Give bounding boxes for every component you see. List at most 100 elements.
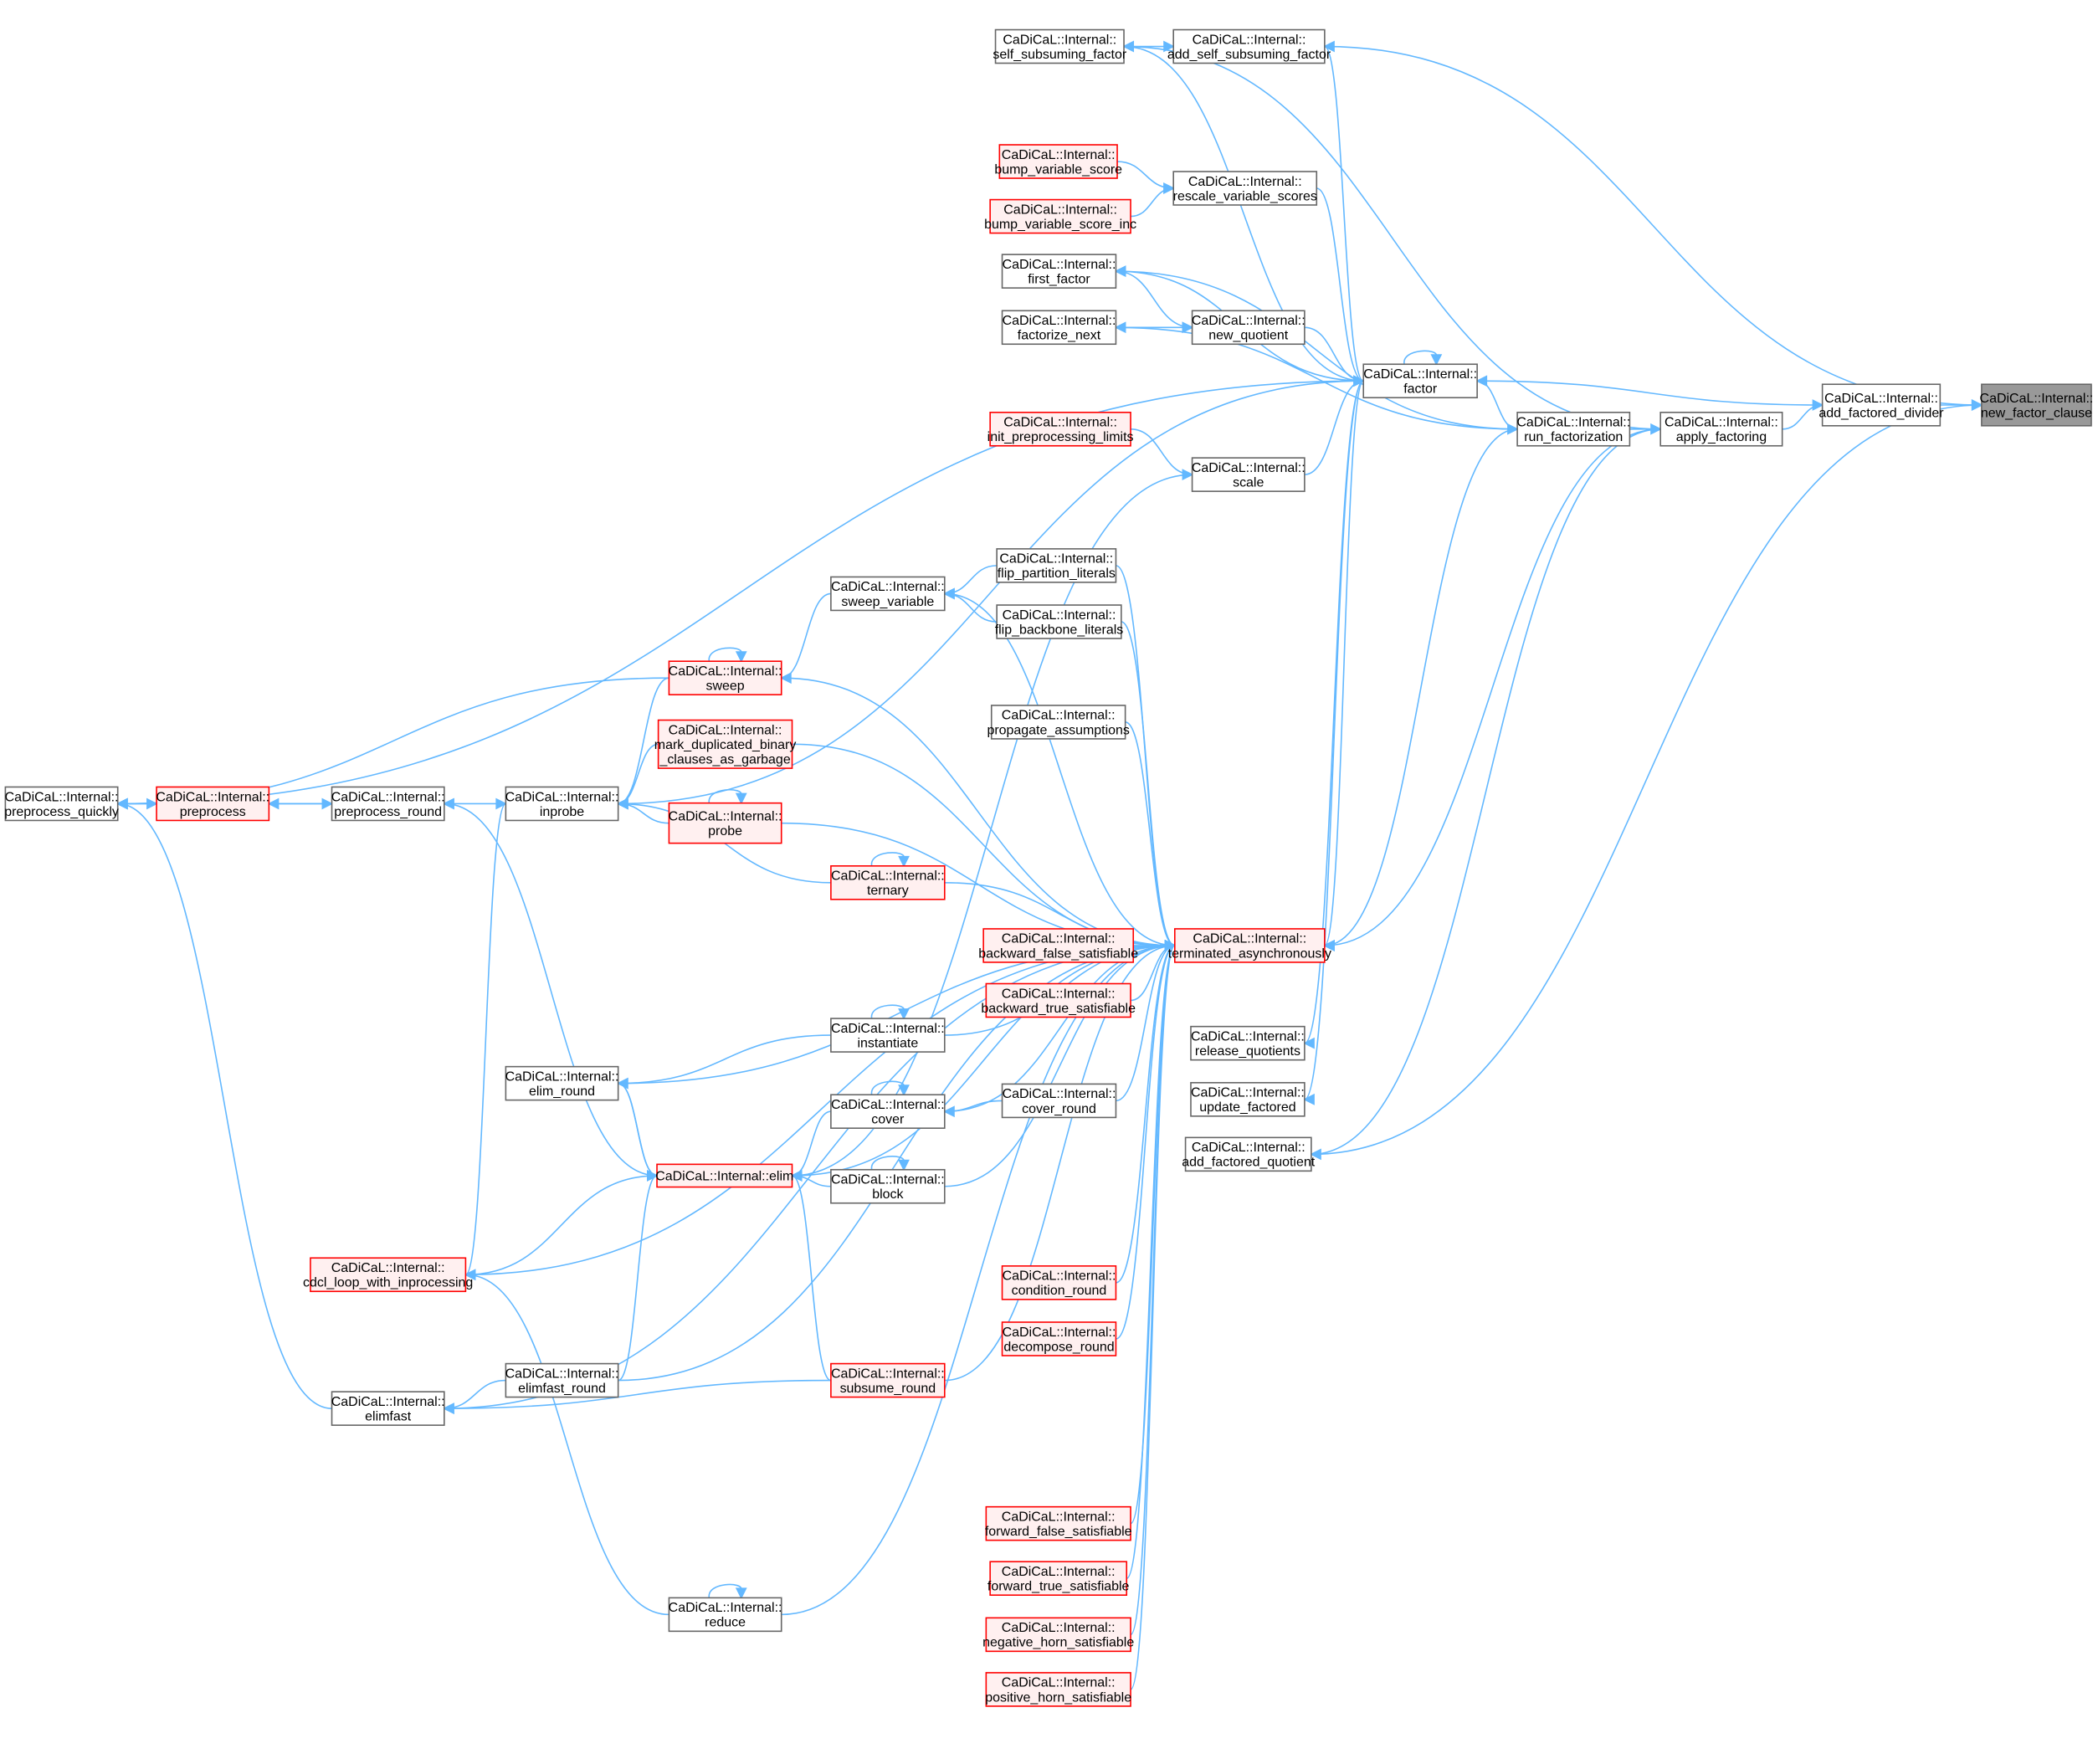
- arrowhead-icon: [443, 1402, 454, 1415]
- node-self-subsuming-factor[interactable]: CaDiCaL::Internal::self_subsuming_factor: [993, 28, 1127, 64]
- node-negative-horn-satisfiable[interactable]: CaDiCaL::Internal::negative_horn_satisfi…: [982, 1617, 1134, 1653]
- node-label: CaDiCaL::Internal::: [1003, 608, 1116, 623]
- node-release-quotients[interactable]: CaDiCaL::Internal::release_quotients: [1190, 1025, 1305, 1061]
- node-new-factor-clause[interactable]: CaDiCaL::Internal::new_factor_clause: [1980, 383, 2094, 427]
- arrowhead-icon: [1163, 182, 1175, 194]
- node-label: CaDiCaL::Internal::: [1002, 987, 1116, 1001]
- node-mark-duplicated[interactable]: CaDiCaL::Internal::mark_duplicated_binar…: [654, 719, 797, 769]
- node-label: CaDiCaL::Internal::: [1002, 1676, 1116, 1690]
- node-ternary[interactable]: CaDiCaL::Internal::ternary: [830, 865, 946, 900]
- node-flip-partition-literals[interactable]: CaDiCaL::Internal::flip_partition_litera…: [996, 548, 1117, 583]
- node-label: positive_horn_satisfiable: [985, 1690, 1131, 1705]
- node-label: block: [872, 1187, 903, 1202]
- node-box: [505, 1362, 619, 1398]
- node-first-factor[interactable]: CaDiCaL::Internal::first_factor: [1001, 254, 1117, 289]
- edge-cover-to-elim: [790, 1110, 832, 1182]
- node-label: release_quotients: [1195, 1044, 1300, 1059]
- node-decompose-round[interactable]: CaDiCaL::Internal::decompose_round: [1001, 1321, 1117, 1356]
- node-positive-horn-satisfiable[interactable]: CaDiCaL::Internal::positive_horn_satisfi…: [985, 1672, 1131, 1707]
- node-label: CaDiCaL::Internal::: [1003, 314, 1116, 328]
- node-reduce[interactable]: CaDiCaL::Internal::reduce: [668, 1597, 782, 1633]
- node-forward-false-satisfiable[interactable]: CaDiCaL::Internal::forward_false_satisfi…: [985, 1505, 1132, 1541]
- node-label: cdcl_loop_with_inprocessing: [303, 1276, 473, 1290]
- node-cover-round[interactable]: CaDiCaL::Internal::cover_round: [1001, 1083, 1117, 1119]
- node-probe[interactable]: CaDiCaL::Internal::probe: [668, 802, 782, 844]
- edge-reduce-to-cdcl_loop_with_inprocessing: [464, 1269, 669, 1616]
- node-label: cover: [871, 1113, 905, 1127]
- edge-subsume_round-to-elimfast: [443, 1379, 831, 1415]
- node-label: flip_partition_literals: [998, 567, 1116, 581]
- node-box: [830, 576, 946, 612]
- node-elim-round[interactable]: CaDiCaL::Internal::elim_round: [505, 1065, 619, 1101]
- node-label: CaDiCaL::Internal::: [505, 1367, 619, 1381]
- node-box: [1516, 412, 1631, 447]
- node-add-self-subsuming-factor[interactable]: CaDiCaL::Internal::add_self_subsuming_fa…: [1167, 28, 1331, 64]
- node-sweep-variable[interactable]: CaDiCaL::Internal::sweep_variable: [830, 576, 946, 612]
- edge-flip_backbone_literals-to-terminated_asynchronously: [1121, 621, 1177, 951]
- node-scale[interactable]: CaDiCaL::Internal::scale: [1191, 457, 1305, 492]
- edge-bump_variable_score_inc-to-rescale_variable_scores: [1130, 182, 1175, 218]
- node-elimfast-round[interactable]: CaDiCaL::Internal::elimfast_round: [505, 1362, 619, 1398]
- node-sweep[interactable]: CaDiCaL::Internal::sweep: [668, 660, 782, 695]
- node-label: CaDiCaL::Internal::: [1002, 932, 1116, 946]
- node-backward-false-satisfiable[interactable]: CaDiCaL::Internal::backward_false_satisf…: [978, 928, 1138, 963]
- node-elimfast[interactable]: CaDiCaL::Internal::elimfast: [331, 1391, 445, 1426]
- node-preprocess-round[interactable]: CaDiCaL::Internal::preprocess_round: [331, 786, 445, 822]
- node-box: [668, 1597, 782, 1633]
- node-new-quotient[interactable]: CaDiCaL::Internal::new_quotient: [1191, 310, 1305, 346]
- node-inprobe[interactable]: CaDiCaL::Internal::inprobe: [505, 786, 619, 822]
- node-label: CaDiCaL::Internal::: [831, 1098, 945, 1112]
- edge-factor-to-terminated_asynchronously: [1323, 380, 1364, 951]
- node-cdcl-loop-with-inprocessing[interactable]: CaDiCaL::Internal::cdcl_loop_with_inproc…: [303, 1257, 473, 1293]
- node-run-factorization[interactable]: CaDiCaL::Internal::run_factorization: [1516, 412, 1631, 447]
- node-factor[interactable]: CaDiCaL::Internal::factor: [1362, 363, 1478, 399]
- node-init-preprocessing-limits[interactable]: CaDiCaL::Internal::init_preprocessing_li…: [987, 412, 1134, 447]
- node-bump-variable-score[interactable]: CaDiCaL::Internal::bump_variable_score: [994, 144, 1122, 179]
- node-apply-factoring[interactable]: CaDiCaL::Internal::apply_factoring: [1659, 412, 1783, 447]
- node-preprocess[interactable]: CaDiCaL::Internal::preprocess: [156, 786, 270, 822]
- node-subsume-round[interactable]: CaDiCaL::Internal::subsume_round: [830, 1362, 946, 1398]
- node-condition-round[interactable]: CaDiCaL::Internal::condition_round: [1001, 1265, 1117, 1300]
- node-label: update_factored: [1199, 1100, 1295, 1115]
- arrowhead-icon: [1323, 940, 1335, 951]
- node-label: CaDiCaL::Internal::: [1193, 33, 1306, 47]
- node-label: CaDiCaL::Internal::: [669, 664, 782, 679]
- node-box: [505, 786, 619, 822]
- node-instantiate[interactable]: CaDiCaL::Internal::instantiate: [830, 1018, 946, 1053]
- edge-run_factorization-to-first_factor: [1114, 265, 1518, 430]
- node-box: [996, 548, 1117, 583]
- node-backward-true-satisfiable[interactable]: CaDiCaL::Internal::backward_true_satisfi…: [981, 982, 1136, 1018]
- node-elim[interactable]: CaDiCaL::Internal::elim: [655, 1163, 793, 1188]
- edge-factor-to-add_self_subsuming_factor: [1323, 40, 1364, 382]
- node-flip-backbone-literals[interactable]: CaDiCaL::Internal::flip_backbone_literal…: [995, 604, 1124, 639]
- node-preprocess-quickly[interactable]: CaDiCaL::Internal::preprocess_quickly: [4, 786, 119, 822]
- node-update-factored[interactable]: CaDiCaL::Internal::update_factored: [1190, 1082, 1305, 1117]
- edge-factor-to-factor: [1403, 350, 1443, 367]
- node-label: backward_true_satisfiable: [981, 1002, 1136, 1016]
- edge-probe-to-probe: [708, 789, 747, 805]
- arrowhead-icon: [735, 1587, 747, 1600]
- arrowhead-icon: [1971, 399, 1983, 411]
- node-forward-true-satisfiable[interactable]: CaDiCaL::Internal::forward_true_satisfia…: [987, 1561, 1130, 1596]
- node-block[interactable]: CaDiCaL::Internal::block: [830, 1168, 946, 1204]
- node-box: [1173, 928, 1326, 963]
- edge-sweep-to-sweep: [708, 647, 747, 663]
- node-box: [1001, 310, 1117, 346]
- arrowhead-icon: [898, 855, 910, 868]
- node-bump-variable-score-inc[interactable]: CaDiCaL::Internal::bump_variable_score_i…: [984, 198, 1136, 234]
- node-factorize-next[interactable]: CaDiCaL::Internal::factorize_next: [1001, 310, 1117, 346]
- node-label: CaDiCaL::Internal::: [1002, 1565, 1116, 1579]
- arrowhead-icon: [1182, 321, 1194, 334]
- edge-instantiate-to-elim_round: [616, 1034, 831, 1090]
- arrowhead-icon: [1430, 354, 1443, 367]
- node-propagate-assumptions[interactable]: CaDiCaL::Internal::propagate_assumptions: [987, 705, 1130, 740]
- node-add-factored-quotient[interactable]: CaDiCaL::Internal::add_factored_quotient: [1182, 1136, 1316, 1172]
- node-label: preprocess_round: [334, 805, 442, 819]
- arrowhead-icon: [1122, 40, 1135, 53]
- graph-nodes: CaDiCaL::Internal::new_factor_clauseCaDi…: [4, 28, 2094, 1707]
- node-terminated-asynchronously[interactable]: CaDiCaL::Internal::terminated_asynchrono…: [1168, 928, 1331, 963]
- edge-run_factorization-to-factorize_next: [1114, 321, 1518, 430]
- node-rescale-variable-scores[interactable]: CaDiCaL::Internal::rescale_variable_scor…: [1172, 171, 1318, 206]
- node-add-factored-divider[interactable]: CaDiCaL::Internal::add_factored_divider: [1818, 383, 1944, 427]
- node-cover[interactable]: CaDiCaL::Internal::cover: [830, 1094, 946, 1129]
